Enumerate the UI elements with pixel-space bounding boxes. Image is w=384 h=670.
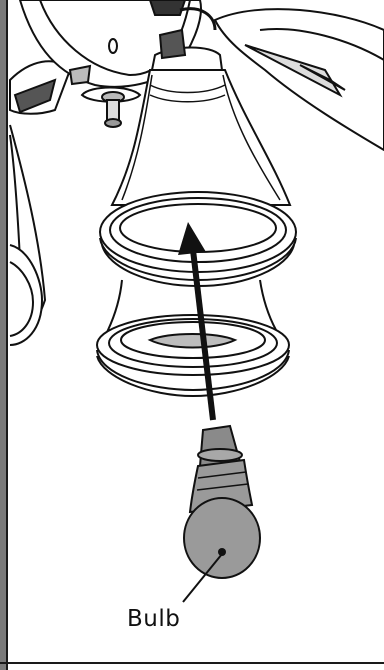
light-bulb xyxy=(183,426,260,602)
glass-shade-rear xyxy=(97,280,289,396)
bottom-rule xyxy=(0,662,384,664)
bulb-callout-label: Bulb xyxy=(127,606,180,632)
